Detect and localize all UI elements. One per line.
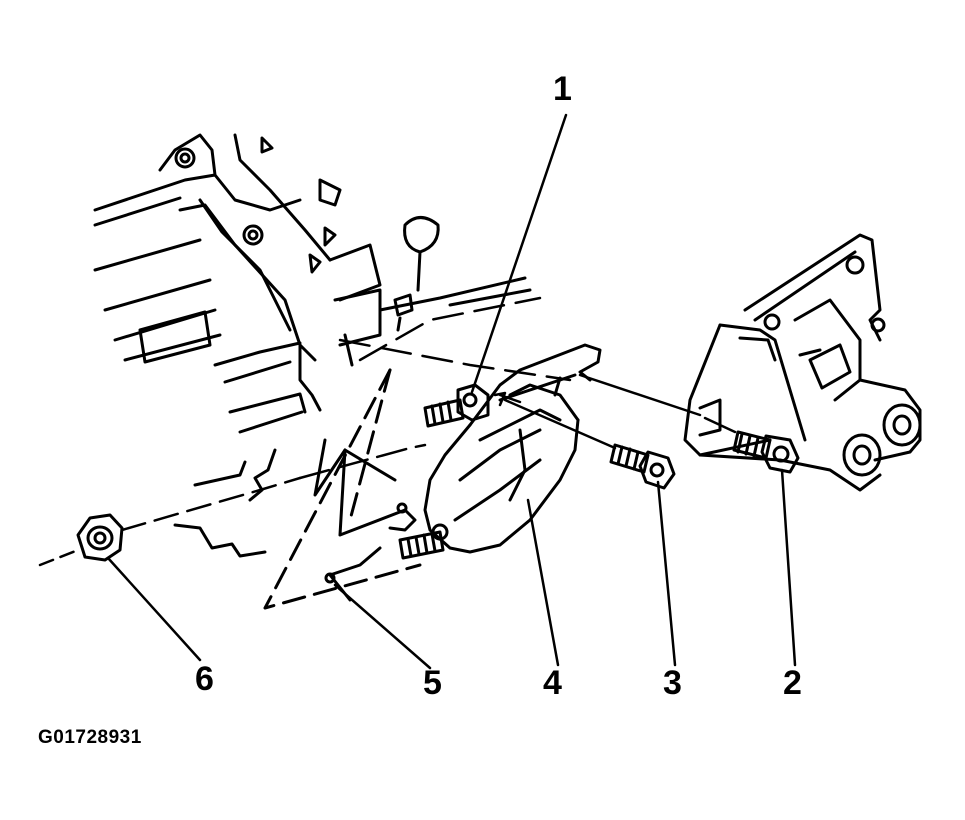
callout-6: 6 (195, 660, 214, 698)
leader-line-6 (106, 556, 202, 662)
leader-line-5 (333, 583, 432, 670)
leader-line-4 (526, 498, 560, 667)
transmission-mount-bracket (423, 343, 602, 554)
engine-mount-bracket (683, 233, 922, 492)
callout-4: 4 (543, 664, 562, 702)
leader-lines (106, 113, 797, 670)
frame-break-line (173, 448, 277, 558)
mount-nut (76, 513, 124, 562)
leader-line-3 (656, 480, 677, 667)
housing-bolt-middle (242, 224, 264, 246)
bracket-bolt-lower (609, 443, 676, 490)
callout-1: 1 (553, 70, 572, 108)
figure-id: G01728931 (38, 727, 142, 748)
bracket-bolt-upper (423, 383, 490, 428)
mount-bolt (732, 430, 800, 474)
callout-2: 2 (783, 664, 802, 702)
alignment-lines (38, 296, 737, 567)
transmission-housing (93, 133, 532, 434)
bracket-stud (398, 530, 445, 560)
housing-bolt-upper (174, 147, 196, 169)
callout-3: 3 (663, 664, 682, 702)
leader-line-2 (780, 468, 797, 667)
crossmember (263, 368, 422, 610)
callout-5: 5 (423, 664, 442, 702)
leader-line-1 (470, 113, 568, 394)
